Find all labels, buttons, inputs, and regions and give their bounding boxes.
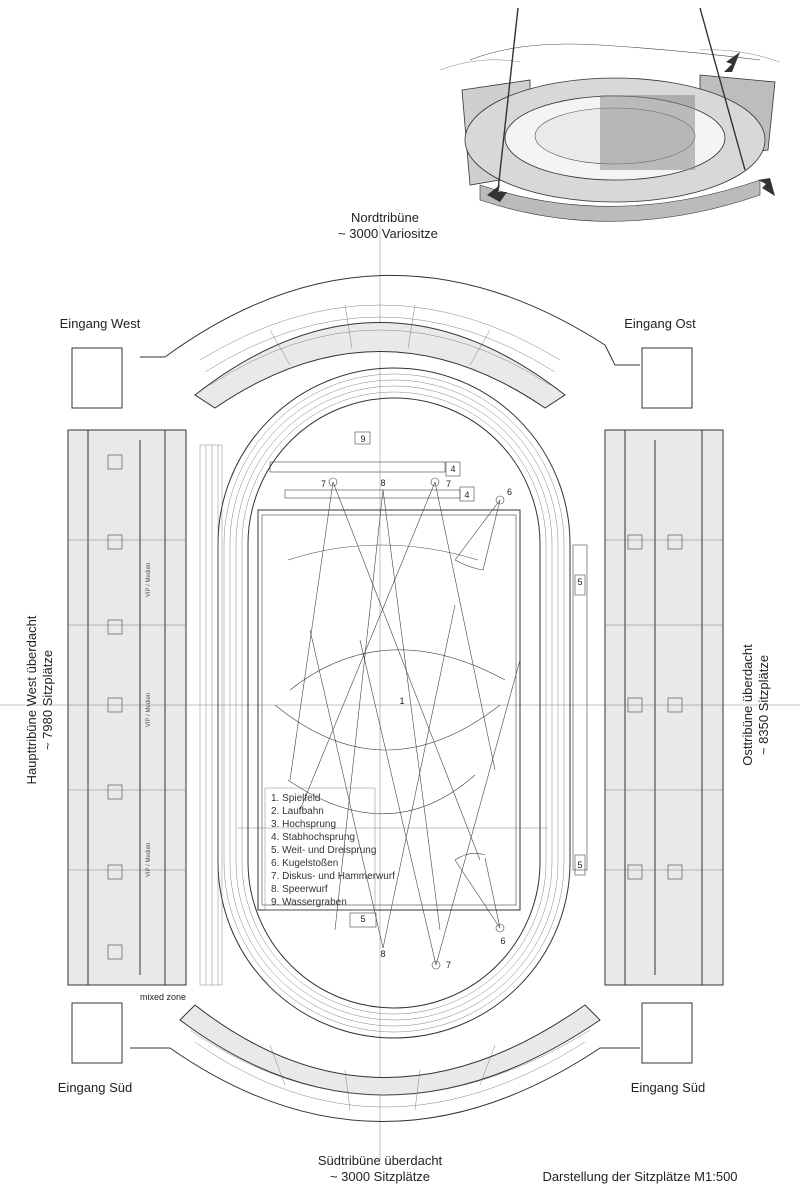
legend: 1. Spielfeld 2. Laufbahn 3. Hochsprung 4… xyxy=(271,793,395,908)
west-stand-title: Haupttribüne West überdacht xyxy=(24,615,39,784)
scale-caption: Darstellung der Sitzplätze M1:500 xyxy=(542,1169,737,1184)
playing-field xyxy=(257,509,521,911)
north-stand-title: Nordtribüne xyxy=(351,210,419,225)
marker-4a: 4 xyxy=(450,464,455,474)
entrance-west-label: Eingang West xyxy=(60,316,141,331)
marker-5c: 5 xyxy=(360,914,365,924)
field-number: 1 xyxy=(399,696,404,706)
legend-item: 6. Kugelstoßen xyxy=(271,858,338,869)
entrance-east-label: Eingang Ost xyxy=(624,316,696,331)
marker-5b: 5 xyxy=(577,860,582,870)
south-stand xyxy=(179,1004,601,1096)
legend-item: 3. Hochsprung xyxy=(271,819,336,830)
south-stand-capacity: ~ 3000 Sitzplätze xyxy=(330,1169,430,1184)
marker-8a: 8 xyxy=(380,478,385,488)
stadium-sketch-icon xyxy=(439,7,781,222)
marker-7a: 7 xyxy=(321,479,326,489)
marker-6b: 6 xyxy=(500,936,505,946)
throwing-sectors xyxy=(289,481,521,966)
south-stand-title: Südtribüne überdacht xyxy=(318,1153,443,1168)
entrance-box-east xyxy=(641,347,693,409)
entrance-box-west xyxy=(71,347,123,409)
marker-6a: 6 xyxy=(507,487,512,497)
entrance-box-south-right xyxy=(641,1002,693,1064)
running-track xyxy=(199,367,571,1039)
entrance-south-left-label: Eingang Süd xyxy=(58,1080,132,1095)
legend-item: 9. Wassergraben xyxy=(271,897,347,908)
legend-item: 5. Weit- und Dreisprung xyxy=(271,845,376,856)
marker-5a: 5 xyxy=(577,577,582,587)
legend-item: 7. Diskus- und Hammerwurf xyxy=(271,871,395,882)
west-stand-capacity: ~ 7980 Sitzplätze xyxy=(40,650,55,750)
legend-item: 4. Stabhochsprung xyxy=(271,832,355,843)
north-stand xyxy=(194,322,566,409)
marker-7c: 7 xyxy=(446,960,451,970)
marker-7b: 7 xyxy=(446,479,451,489)
marker-4b: 4 xyxy=(464,490,469,500)
marker-8b: 8 xyxy=(380,949,385,959)
vip-media-label-1: VIP / Medien xyxy=(146,563,152,597)
entrance-south-right-label: Eingang Süd xyxy=(631,1080,705,1095)
east-stand-title: Osttribüne überdacht xyxy=(740,644,755,766)
entrance-box-south-left xyxy=(71,1002,123,1064)
east-stand-capacity: ~ 8350 Sitzplätze xyxy=(756,655,771,755)
marker-9: 9 xyxy=(360,434,365,444)
west-main-stand xyxy=(67,429,187,986)
mixed-zone-label: mixed zone xyxy=(140,992,186,1002)
north-stand-capacity: ~ 3000 Variositze xyxy=(338,226,438,241)
legend-item: 8. Speerwurf xyxy=(271,884,328,895)
legend-item: 2. Laufbahn xyxy=(271,806,324,817)
vip-media-label-3: VIP / Medien xyxy=(146,843,152,877)
vip-media-label-2: VIP / Medien xyxy=(146,693,152,727)
legend-item: 1. Spielfeld xyxy=(271,793,320,804)
east-stand xyxy=(604,429,724,986)
